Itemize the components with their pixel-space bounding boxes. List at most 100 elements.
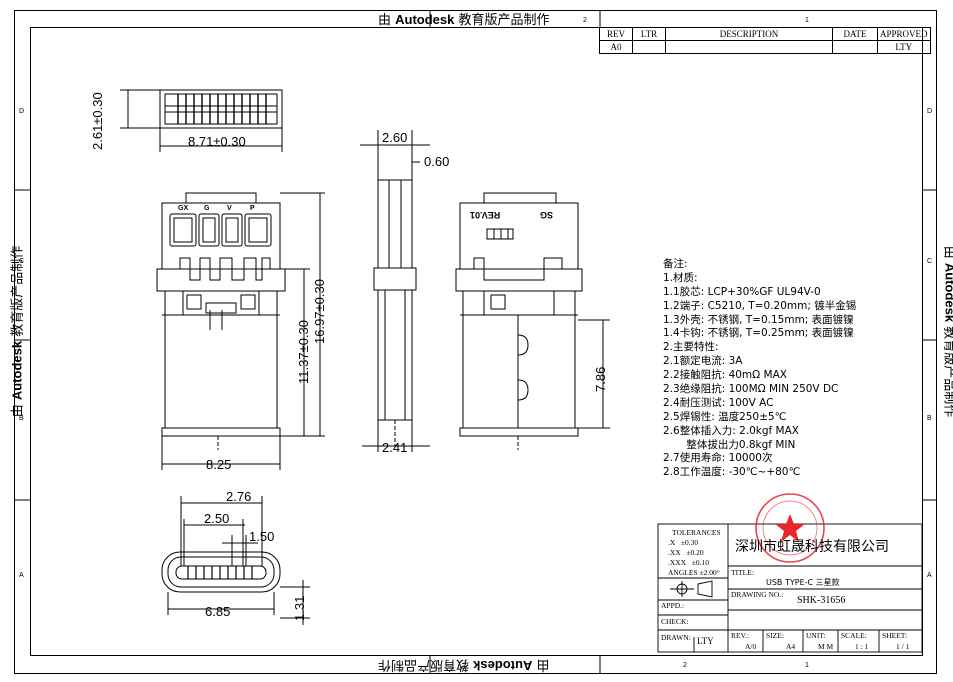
revision-table: REV LTR DESCRIPTION DATE APPROVED A0 LTY bbox=[599, 27, 931, 54]
revision-row: A0 LTY bbox=[599, 40, 931, 54]
rev-value: A/0 bbox=[745, 642, 757, 651]
zone-left-b: B bbox=[19, 415, 24, 422]
dim-end-w3: 1.50 bbox=[249, 529, 275, 544]
note-line: 2.3绝缘阻抗: 100MΩ MIN 250V DC bbox=[663, 383, 839, 396]
dim-top-width: 8.71±0.30 bbox=[188, 134, 246, 149]
note-line: 1.1胶芯: LCP+30%GF UL94V-0 bbox=[663, 285, 821, 298]
sheet-value: 1 / 1 bbox=[896, 642, 910, 651]
dim-front-width: 8.25 bbox=[206, 457, 232, 472]
front-pin-label-g: G bbox=[204, 205, 210, 212]
note-line: 1.3外壳: 不锈钢, T=0.15mm; 表面镀镍 bbox=[663, 313, 854, 326]
zone-right-b: B bbox=[927, 415, 932, 422]
note-line: 2.主要特性: bbox=[663, 341, 719, 354]
zone-right-c: C bbox=[927, 258, 933, 265]
size-value: A4 bbox=[786, 642, 796, 651]
dim-end-bottom: 6.85 bbox=[205, 604, 231, 619]
dim-side-total: 2.60 bbox=[382, 130, 408, 145]
note-line: 1.材质: bbox=[663, 271, 698, 284]
scale-value: 1 : 1 bbox=[855, 642, 869, 651]
dim-front-lower: 11.37±0.30 bbox=[296, 319, 311, 384]
ltr-cell bbox=[632, 40, 666, 54]
inner-frame bbox=[30, 27, 923, 656]
zone-left-d: D bbox=[19, 108, 25, 115]
approved-header: APPROVED bbox=[877, 27, 931, 41]
unit-label: UNIT: bbox=[806, 631, 826, 640]
note-line: 2.2接触阻抗: 40mΩ MAX bbox=[663, 369, 787, 382]
scale-label: SCALE: bbox=[841, 631, 867, 640]
company-name: 深圳市虹晟科技有限公司 bbox=[735, 539, 889, 555]
note-line: 1.4卡钩: 不锈钢, T=0.25mm; 表面镀镍 bbox=[663, 327, 854, 340]
zone-left-a: A bbox=[19, 572, 24, 579]
company-stamp bbox=[755, 493, 825, 563]
dim-side-bottom: 2.41 bbox=[382, 440, 408, 455]
tolerance-xxx: .XXX ±0.10 bbox=[668, 558, 709, 567]
note-line: 2.5焊锡性: 温度250±5℃ bbox=[663, 410, 787, 423]
note-line: 2.7使用寿命: 10000次 bbox=[663, 452, 773, 465]
zone-top-1: 1 bbox=[805, 17, 809, 24]
rev-cell: A0 bbox=[599, 40, 633, 54]
back-rev-label: REV.01 bbox=[470, 210, 501, 220]
drawing-no-label: DRAWING NO.: bbox=[731, 590, 784, 599]
tolerance-angles: ANGLES ±2.00° bbox=[668, 568, 720, 577]
rev-label: REV.: bbox=[731, 631, 749, 640]
title-block bbox=[657, 523, 923, 653]
zone-top-2: 2 bbox=[583, 17, 587, 24]
watermark-right: 由 Autodesk 教育版产品制作 bbox=[941, 246, 953, 418]
drawn-label: DRAWN: bbox=[661, 633, 691, 642]
date-cell bbox=[832, 40, 878, 54]
zone-bottom-2: 2 bbox=[683, 662, 687, 669]
sheet-label: SHEET: bbox=[882, 631, 908, 640]
note-line: 2.8工作温度: -30℃~+80℃ bbox=[663, 466, 801, 479]
dim-front-overall: 16.97±0.30 bbox=[312, 279, 327, 344]
zone-left-c: C bbox=[19, 258, 25, 265]
drawn-by: LTY bbox=[697, 636, 714, 646]
rev-header: REV bbox=[599, 27, 633, 41]
front-view bbox=[156, 192, 325, 470]
note-line: 1.2端子: C5210, T=0.20mm; 镀半金锡 bbox=[663, 299, 857, 312]
tolerance-x: .X ±0.30 bbox=[668, 538, 699, 547]
watermark-top: 由 Autodesk 教育版产品制作 bbox=[378, 12, 550, 28]
appd-label: APPD.: bbox=[661, 601, 685, 610]
unit-value: M M bbox=[818, 642, 834, 651]
note-line: 2.6整体插入力: 2.0kgf MAX bbox=[663, 424, 799, 437]
dim-back-height: 7.86 bbox=[593, 366, 608, 392]
zone-right-d: D bbox=[927, 108, 933, 115]
drawing-title: USB TYPE-C 三星款 bbox=[766, 578, 840, 587]
check-label: CHECK: bbox=[661, 617, 689, 626]
ltr-header: LTR bbox=[632, 27, 666, 41]
dim-end-w2: 2.50 bbox=[204, 511, 230, 526]
note-line: 整体拔出力0.8kgf MIN bbox=[663, 438, 796, 451]
dim-side-gap: 0.60 bbox=[424, 154, 450, 169]
technical-notes: 备注: 1.材质: 1.1胶芯: LCP+30%GF UL94V-0 1.2端子… bbox=[663, 258, 856, 480]
back-view bbox=[455, 192, 610, 450]
watermark-bottom: 由 Autodesk 教育版产品制作 bbox=[378, 657, 550, 673]
tolerance-xx: .XX ±0.20 bbox=[668, 548, 704, 557]
zone-bottom-1: 1 bbox=[805, 662, 809, 669]
revision-header-row: REV LTR DESCRIPTION DATE APPROVED bbox=[599, 27, 931, 41]
top-view bbox=[120, 89, 283, 152]
dim-end-height: 1.31 bbox=[292, 595, 307, 621]
outer-frame bbox=[14, 10, 937, 674]
note-line: 2.1额定电流: 3A bbox=[663, 355, 743, 368]
dim-end-w1: 2.76 bbox=[226, 489, 252, 504]
description-header: DESCRIPTION bbox=[665, 27, 833, 41]
zone-right-a: A bbox=[927, 572, 932, 579]
date-header: DATE bbox=[832, 27, 878, 41]
size-label: SIZE: bbox=[766, 631, 784, 640]
front-pin-label-gx: GX bbox=[178, 205, 189, 212]
watermark-left: 由 Autodesk 教育版产品制作 bbox=[9, 245, 26, 418]
front-pin-label-v: V bbox=[227, 205, 232, 212]
drawing-no: SHK-31656 bbox=[797, 595, 846, 606]
approved-cell: LTY bbox=[877, 40, 931, 54]
tolerances-title: TOLERANCES bbox=[672, 528, 721, 537]
side-view bbox=[360, 130, 430, 452]
front-pin-label-p: P bbox=[250, 205, 255, 212]
note-line: 2.4耐压测试: 100V AC bbox=[663, 396, 774, 409]
back-sg-label: SG bbox=[540, 210, 554, 220]
title-label: TITLE: bbox=[731, 568, 754, 577]
end-view bbox=[161, 496, 310, 625]
dim-top-height: 2.61±0.30 bbox=[90, 92, 105, 150]
note-line: 备注: bbox=[663, 258, 688, 270]
description-cell bbox=[665, 40, 833, 54]
